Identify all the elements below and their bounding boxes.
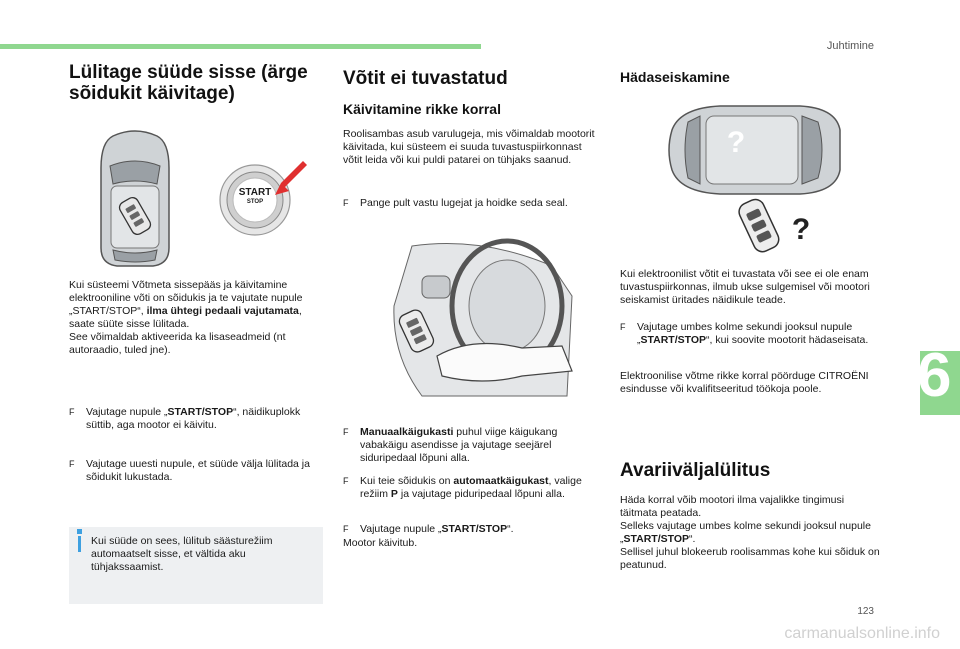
bullet-press-start-stop: F Vajutage nupule „START/STOP“. [343, 523, 514, 535]
bullet-hold-remote: F Pange pult vastu lugejat ja hoidke sed… [343, 197, 568, 209]
section-title-key-not-detected: Võtit ei tuvastatud [343, 68, 508, 89]
engine-starts-text: Mootor käivitub. [343, 537, 418, 549]
press-arrow-icon [275, 161, 307, 195]
bullet-icon: F [69, 407, 75, 417]
bullet-automatic-gearbox: F Kui teie sõidukis on automaatkäigukast… [343, 475, 582, 500]
chapter-number: 6 [917, 341, 951, 410]
watermark: carmanualsonline.info [784, 625, 940, 642]
section-header: Juhtimine [826, 40, 874, 52]
question-mark-car-icon: ? [726, 126, 746, 159]
section-title-emergency-stop: Hädaseiskamine [620, 69, 730, 85]
chapter-tab [920, 351, 960, 415]
bullet-icon: F [343, 198, 349, 208]
bullet-icon: F [343, 476, 349, 486]
page-number: 123 [857, 606, 874, 617]
start-label: START [238, 187, 272, 198]
bullet-icon: F [343, 427, 349, 437]
info-icon [77, 529, 82, 534]
start-stop-button-illustration [219, 161, 307, 236]
section-title-emergency-shutdown: Avariiväljalülitus [620, 460, 771, 481]
question-mark-key-icon: ? [791, 213, 811, 246]
bullet-icon: F [343, 524, 349, 534]
steering-column-illustration [382, 236, 582, 406]
key-failure-paragraph: Elektroonilise võtme rikke korral pöördu… [620, 370, 869, 395]
bullet-hold-start-stop: F Vajutage umbes kolme sekundi jooksul n… [620, 321, 869, 346]
car-with-key-illustration [100, 130, 170, 267]
stop-label: STOP [246, 199, 264, 205]
shutdown-paragraph: Häda korral võib mootori ilma vajalikke … [620, 494, 880, 571]
backup-reader-paragraph: Roolisambas asub varulugeja, mis võimald… [343, 128, 595, 166]
bullet-press-start: F Vajutage nupule „START/STOP“, näidikup… [69, 406, 301, 431]
bullet-press-again: F Vajutage uuesti nupule, et süüde välja… [69, 458, 310, 483]
subtitle-failure-start: Käivitamine rikke korral [343, 101, 501, 117]
bullet-icon: F [620, 322, 626, 332]
car-question-illustration [668, 105, 841, 195]
remote-key-illustration [738, 198, 780, 253]
top-accent-bar [0, 44, 481, 49]
ignition-paragraph: Kui süsteemi Võtmeta sissepääs ja käivit… [69, 279, 303, 356]
bullet-manual-gearbox: F Manuaalkäigukasti puhul viige käigukan… [343, 426, 558, 464]
info-box: Kui süüde on sees, lülitub säästurežiim … [69, 527, 323, 604]
bullet-icon: F [69, 459, 75, 469]
emergency-stop-paragraph: Kui elektroonilist võtit ei tuvastata võ… [620, 268, 870, 306]
